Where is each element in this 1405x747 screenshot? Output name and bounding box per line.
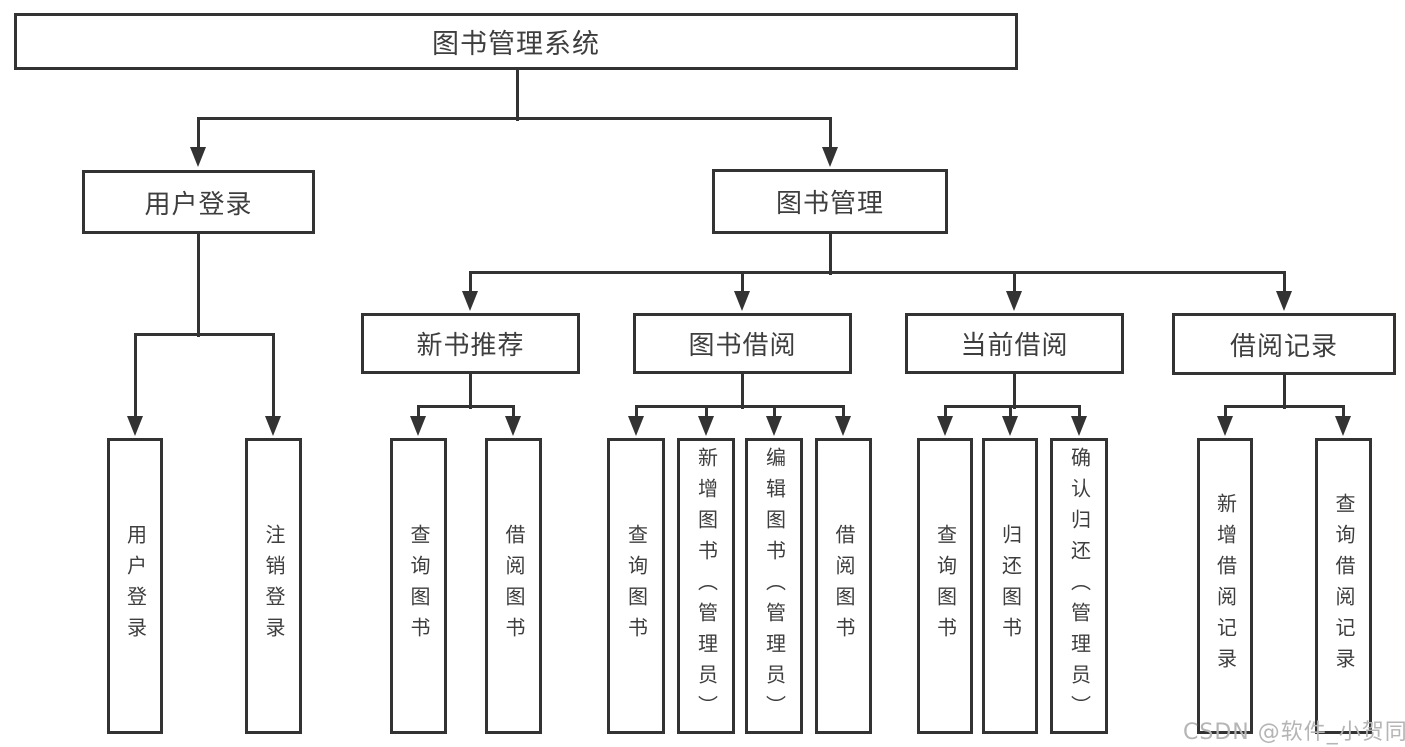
arrow-down-icon	[410, 416, 426, 436]
arrow-down-icon	[505, 416, 521, 436]
arrow-down-icon	[835, 416, 851, 436]
connector-branch-line	[468, 270, 1286, 274]
node-current-borrowing: 当前借阅	[905, 313, 1124, 374]
arrow-down-icon	[127, 416, 143, 436]
node-leaf-query-book-1-label: 查询图书	[407, 524, 431, 648]
node-leaf-query-book-2-label: 查询图书	[624, 524, 649, 648]
arrow-down-icon	[190, 147, 206, 167]
node-user-login-label: 用户登录	[144, 189, 253, 220]
connector-arrow-line	[133, 334, 137, 422]
connector-arrow-line	[1282, 272, 1286, 297]
connector-arrow-line	[1223, 406, 1227, 422]
arrow-down-icon	[698, 416, 714, 436]
node-leaf-user-login: 用户登录	[107, 438, 163, 734]
connector-arrow-line	[841, 406, 845, 422]
arrow-down-icon	[937, 416, 953, 436]
connector-stem-line	[828, 234, 832, 275]
connector-arrow-line	[1008, 406, 1012, 422]
node-leaf-borrow-book-2-label: 借阅图书	[832, 524, 856, 648]
connector-arrow-line	[772, 406, 776, 422]
connector-arrow-line	[511, 406, 515, 422]
connector-arrow-line	[1012, 272, 1016, 297]
node-book-borrowing-label: 图书借阅	[688, 331, 797, 361]
connector-arrow-line	[634, 406, 638, 422]
arrow-down-icon	[1217, 416, 1233, 436]
arrow-down-icon	[265, 416, 281, 436]
arrow-down-icon	[1276, 291, 1292, 311]
connector-branch-line	[133, 332, 275, 336]
connector-arrow-line	[1341, 406, 1345, 422]
connector-branch-line	[634, 404, 845, 408]
node-leaf-query-book-3-label: 查询图书	[933, 524, 958, 648]
node-leaf-logout: 注销登录	[245, 438, 302, 734]
connector-arrow-line	[828, 118, 832, 153]
connector-arrow-line	[943, 406, 947, 422]
node-leaf-edit-book-admin-label: 编辑图书（管理员）	[762, 446, 787, 726]
connector-stem-line	[1282, 374, 1286, 409]
node-book-management-label: 图书管理	[775, 189, 884, 219]
node-leaf-edit-book-admin: 编辑图书（管理员）	[745, 438, 803, 734]
connector-stem-line	[1012, 374, 1016, 409]
connector-branch-line	[416, 404, 515, 408]
connector-arrow-line	[196, 118, 200, 153]
node-leaf-borrow-book-1-label: 借阅图书	[502, 524, 526, 648]
arrow-down-icon	[1335, 416, 1351, 436]
connector-stem-line	[515, 70, 519, 121]
node-book-borrowing: 图书借阅	[633, 313, 852, 374]
node-leaf-query-borrow-record-label: 查询借阅记录	[1332, 493, 1356, 679]
node-leaf-confirm-return-admin-label: 确认归还（管理员）	[1067, 446, 1092, 726]
node-leaf-return-book: 归还图书	[982, 438, 1038, 734]
connector-branch-line	[943, 404, 1081, 408]
connector-branch-line	[1223, 404, 1345, 408]
node-leaf-add-book-admin-label: 新增图书（管理员）	[694, 446, 719, 726]
node-leaf-return-book-label: 归还图书	[998, 524, 1023, 648]
node-leaf-query-book-3: 查询图书	[917, 438, 973, 734]
node-current-borrowing-label: 当前借阅	[960, 331, 1069, 361]
connector-arrow-line	[1077, 406, 1081, 422]
node-leaf-confirm-return-admin: 确认归还（管理员）	[1050, 438, 1108, 734]
node-library-management-system: 图书管理系统	[14, 13, 1018, 70]
node-leaf-add-book-admin: 新增图书（管理员）	[677, 438, 735, 734]
node-book-management: 图书管理	[712, 169, 948, 234]
arrow-down-icon	[1002, 416, 1018, 436]
node-leaf-add-borrow-record-label: 新增借阅记录	[1213, 493, 1238, 679]
connector-arrow-line	[740, 272, 744, 297]
connector-branch-line	[196, 116, 832, 120]
node-leaf-add-borrow-record: 新增借阅记录	[1197, 438, 1253, 734]
connector-stem-line	[196, 234, 200, 337]
node-leaf-query-borrow-record: 查询借阅记录	[1315, 438, 1372, 734]
node-new-book-recommend: 新书推荐	[361, 313, 580, 374]
node-leaf-query-book-1: 查询图书	[390, 438, 447, 734]
arrow-down-icon	[1071, 416, 1087, 436]
node-leaf-borrow-book-1: 借阅图书	[485, 438, 542, 734]
connector-arrow-line	[416, 406, 420, 422]
watermark: CSDN @软件_小贺同学	[1183, 720, 1405, 745]
node-user-login: 用户登录	[82, 170, 315, 234]
arrow-down-icon	[1006, 291, 1022, 311]
arrow-down-icon	[628, 416, 644, 436]
arrow-down-icon	[734, 291, 750, 311]
connector-arrow-line	[271, 334, 275, 422]
connector-arrow-line	[468, 272, 472, 297]
node-leaf-borrow-book-2: 借阅图书	[815, 438, 872, 734]
arrow-down-icon	[462, 291, 478, 311]
arrow-down-icon	[822, 147, 838, 167]
node-borrow-records-label: 借阅记录	[1229, 331, 1338, 362]
node-new-book-recommend-label: 新书推荐	[416, 331, 525, 361]
connector-stem-line	[740, 374, 744, 409]
node-leaf-user-login-label: 用户登录	[123, 524, 148, 648]
node-leaf-query-book-2: 查询图书	[607, 438, 665, 734]
node-borrow-records: 借阅记录	[1172, 313, 1396, 375]
node-library-management-system-label: 图书管理系统	[432, 29, 600, 60]
arrow-down-icon	[766, 416, 782, 436]
connector-stem-line	[468, 374, 472, 409]
connector-arrow-line	[704, 406, 708, 422]
node-leaf-logout-label: 注销登录	[262, 524, 286, 648]
